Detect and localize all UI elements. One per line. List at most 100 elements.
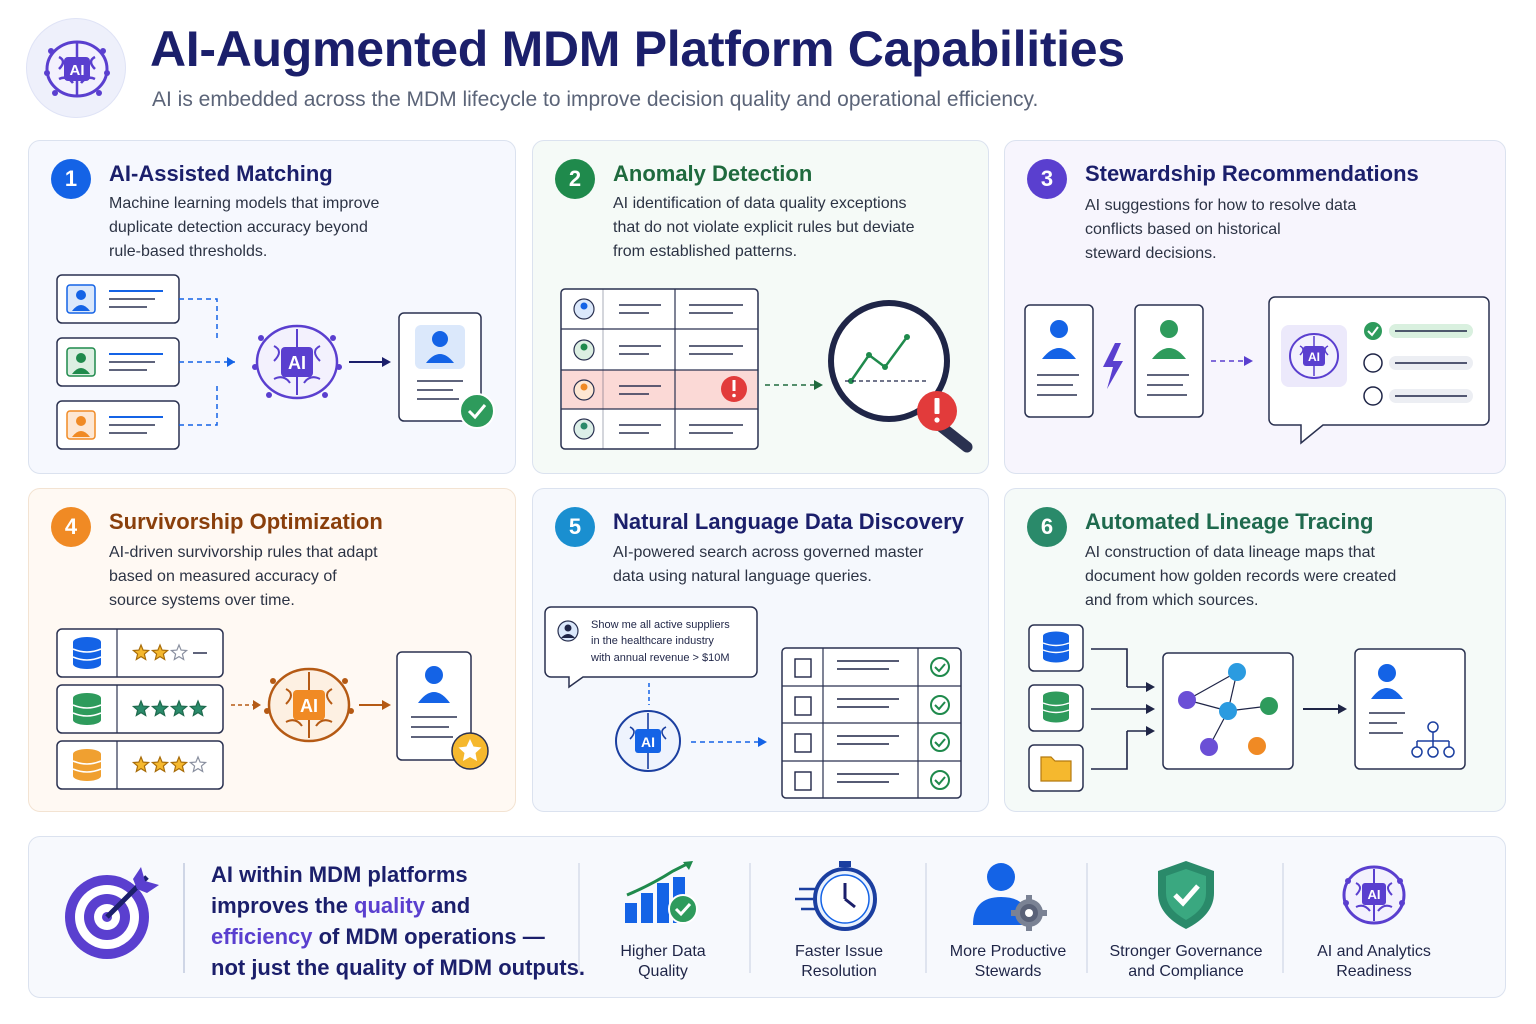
card-survivorship-optimization: 4 Survivorship Optimization AI-driven su…	[28, 488, 516, 812]
star-filled-icon	[150, 699, 170, 717]
golden-record	[398, 312, 482, 422]
summary-panel: AI within MDM platforms improves the qua…	[28, 836, 1506, 998]
survivor-record	[396, 651, 472, 761]
alert-icon	[721, 376, 747, 402]
divider	[183, 863, 185, 973]
star-empty-icon	[188, 755, 208, 773]
star-filled-icon	[131, 755, 151, 773]
divider	[749, 863, 751, 973]
svg-text:AI: AI	[288, 353, 306, 373]
star-empty-icon	[169, 643, 189, 661]
option-selected	[1364, 322, 1473, 340]
ai-brain-icon: AI	[1342, 865, 1406, 925]
card-description: AI construction of data lineage maps tha…	[1085, 544, 1397, 609]
card-number: 2	[555, 159, 595, 199]
card-ai-assisted-matching: 1 AI-Assisted Matching Machine learning …	[28, 140, 516, 474]
survivorship-illustration: AI	[56, 628, 489, 790]
star-filled-icon	[131, 699, 151, 717]
page-subtitle: AI is embedded across the MDM lifecycle …	[152, 88, 1039, 111]
stewardship-illustration: AI	[1024, 296, 1490, 445]
card-automated-lineage-tracing: 6 Automated Lineage Tracing AI construct…	[1004, 488, 1506, 812]
shield-check-icon	[1158, 861, 1214, 929]
divider	[1282, 863, 1284, 973]
database-icon-blue	[1028, 624, 1084, 672]
card-description: AI-powered search across governed master…	[613, 544, 924, 585]
query-bubble: Show me all active suppliers in the heal…	[544, 606, 758, 689]
star-filled-icon	[188, 699, 208, 717]
conflicting-record-b	[1134, 304, 1204, 418]
result-list	[781, 647, 962, 799]
anomaly-illustration	[560, 288, 973, 453]
user-gear-icon	[973, 863, 1047, 931]
svg-text:AI: AI	[300, 696, 318, 716]
conflicting-record-a	[1024, 304, 1094, 418]
divider	[1086, 863, 1088, 973]
chart-check-icon	[625, 861, 698, 924]
card-natural-language-data-discovery: 5 Natural Language Data Discovery AI-pow…	[532, 488, 989, 812]
divider	[925, 863, 927, 973]
star-filled-icon	[169, 699, 189, 717]
card-title: AI-Assisted Matching	[109, 161, 333, 186]
lineage-illustration	[1028, 624, 1466, 792]
svg-text:Show me all active suppliers: Show me all active suppliers	[591, 619, 730, 631]
ai-brain-icon: AI	[252, 324, 342, 400]
stopwatch-icon	[795, 861, 877, 931]
lineage-graph	[1162, 652, 1294, 770]
matching-illustration: AI	[56, 274, 495, 450]
card-number: 6	[1027, 507, 1067, 547]
option-unselected	[1363, 386, 1473, 406]
star-badge-icon	[451, 732, 489, 770]
card-number: 1	[51, 159, 91, 199]
recommendation-bubble: AI	[1268, 296, 1490, 445]
discovery-illustration: Show me all active suppliers in the heal…	[544, 606, 962, 799]
ai-brain-icon: AI	[264, 667, 354, 743]
star-filled-icon	[150, 643, 170, 661]
folder-icon	[1028, 744, 1084, 792]
page-title: AI-Augmented MDM Platform Capabilities	[150, 21, 1125, 77]
database-icon-green	[1028, 684, 1084, 732]
svg-text:AI: AI	[1308, 350, 1320, 364]
summary-statement: AI within MDM platforms improves the qua…	[211, 862, 585, 980]
target-icon	[65, 867, 159, 959]
card-description: AI identification of data quality except…	[613, 195, 915, 260]
golden-record-lineage	[1354, 648, 1466, 770]
ai-brain-logo: AI	[26, 18, 126, 118]
header: AI AI-Augmented MDM Platform Capabilitie…	[0, 0, 1536, 130]
card-title: Anomaly Detection	[613, 161, 813, 186]
card-title: Survivorship Optimization	[109, 509, 383, 534]
card-title: Natural Language Data Discovery	[613, 509, 964, 534]
data-table	[560, 288, 759, 450]
conflict-bolt-icon	[1103, 343, 1123, 389]
card-number: 3	[1027, 159, 1067, 199]
option-unselected	[1363, 353, 1473, 373]
source-record-blue	[56, 274, 180, 324]
svg-text:with annual revenue > $10M: with annual revenue > $10M	[590, 652, 730, 664]
card-number: 4	[51, 507, 91, 547]
check-circle-icon	[459, 393, 495, 429]
star-filled-icon	[150, 755, 170, 773]
svg-text:in the healthcare industry: in the healthcare industry	[591, 635, 714, 647]
star-filled-icon	[131, 643, 151, 661]
magnifier-icon	[828, 300, 973, 453]
svg-text:AI: AI	[70, 62, 85, 79]
brain-icon: AI	[44, 40, 110, 98]
card-title: Stewardship Recommendations	[1085, 161, 1419, 186]
source-record-orange	[56, 400, 180, 450]
svg-text:AI: AI	[641, 734, 655, 750]
divider	[578, 863, 580, 973]
card-number: 5	[555, 507, 595, 547]
hierarchy-icon	[1411, 721, 1455, 758]
ai-brain-icon: AI	[615, 710, 681, 772]
card-title: Automated Lineage Tracing	[1085, 509, 1374, 534]
star-filled-icon	[169, 755, 189, 773]
rating-stars	[131, 643, 208, 773]
check-icon	[930, 657, 950, 790]
